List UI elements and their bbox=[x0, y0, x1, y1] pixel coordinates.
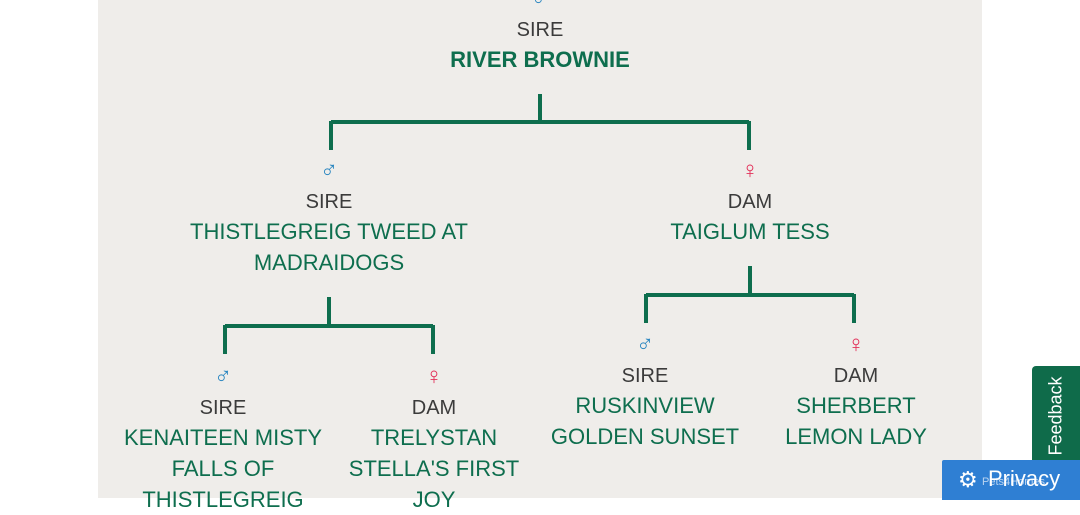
female-icon: ♀ bbox=[847, 331, 865, 358]
pedigree-panel: ♂ SIRE RIVER BROWNIE ♂ SIRE THISTLEGREIG… bbox=[98, 0, 982, 512]
name-line: TAIGLUM TESS bbox=[670, 219, 830, 244]
pedigree-connector-lines bbox=[223, 94, 856, 354]
pedigree-node-sire-sire: ♂ SIRE KENAITEEN MISTY FALLS OF THISTLEG… bbox=[118, 364, 328, 515]
privacy-label: Privacy bbox=[988, 466, 1061, 491]
brand-watermark: Pets4Homes bbox=[982, 476, 1045, 488]
role-label: SIRE bbox=[305, 191, 353, 213]
name-line: TRELYSTAN bbox=[370, 425, 498, 450]
name-line: JOY bbox=[412, 487, 456, 512]
name-line: THISTLEGREIG TWEED AT bbox=[190, 219, 468, 244]
pedigree-node-dam-sire: ♂ SIRE RUSKINVIEW GOLDEN SUNSET bbox=[545, 332, 745, 452]
role-label: DAM bbox=[833, 365, 879, 387]
connector-sire bbox=[223, 297, 435, 354]
name-line: GOLDEN SUNSET bbox=[550, 424, 740, 449]
name-line: STELLA'S FIRST bbox=[348, 456, 520, 481]
pedigree-node-dam: ♀ DAM TAIGLUM TESS bbox=[625, 158, 875, 247]
name-line: RUSKINVIEW bbox=[575, 393, 715, 418]
privacy-button[interactable]: ⚙ Pets4Homes Privacy bbox=[942, 460, 1080, 500]
name-line: THISTLEGREIG bbox=[142, 487, 304, 512]
male-icon: ♂ bbox=[390, 0, 690, 12]
connector-dam bbox=[644, 266, 856, 323]
female-icon: ♀ bbox=[425, 363, 443, 390]
role-label: DAM bbox=[727, 191, 773, 213]
gear-icon: ⚙ bbox=[958, 467, 978, 492]
dog-name-link[interactable]: KENAITEEN MISTY FALLS OF THISTLEGREIG bbox=[118, 422, 328, 515]
name-line: SHERBERT bbox=[796, 393, 916, 418]
role-label: DAM bbox=[411, 397, 457, 419]
dog-name-link[interactable]: TAIGLUM TESS bbox=[625, 216, 875, 247]
pedigree-node-sire: ♂ SIRE THISTLEGREIG TWEED AT MADRAIDOGS bbox=[184, 158, 474, 278]
male-icon: ♂ bbox=[636, 331, 654, 358]
name-line: KENAITEEN MISTY bbox=[123, 425, 323, 450]
dog-name-link[interactable]: SHERBERT LEMON LADY bbox=[770, 390, 942, 452]
feedback-tab[interactable]: Feedback bbox=[1032, 366, 1080, 466]
male-icon: ♂ bbox=[320, 157, 338, 184]
pedigree-node-root: ♂ SIRE RIVER BROWNIE bbox=[390, 0, 690, 75]
dog-name-link[interactable]: TRELYSTAN STELLA'S FIRST JOY bbox=[338, 422, 530, 515]
dog-name-link[interactable]: RUSKINVIEW GOLDEN SUNSET bbox=[545, 390, 745, 452]
name-line: MADRAIDOGS bbox=[253, 250, 405, 275]
role-label: SIRE bbox=[621, 365, 669, 387]
role-label: SIRE bbox=[516, 19, 564, 41]
name-line: FALLS OF bbox=[171, 456, 275, 481]
pedigree-node-sire-dam: ♀ DAM TRELYSTAN STELLA'S FIRST JOY bbox=[338, 364, 530, 515]
feedback-label: Feedback bbox=[1045, 376, 1066, 456]
role-label: SIRE bbox=[199, 397, 247, 419]
connector-root bbox=[329, 94, 751, 150]
name-line: LEMON LADY bbox=[785, 424, 927, 449]
male-icon: ♂ bbox=[214, 363, 232, 390]
dog-name-link[interactable]: RIVER BROWNIE bbox=[450, 47, 630, 72]
female-icon: ♀ bbox=[741, 157, 759, 184]
pedigree-node-dam-dam: ♀ DAM SHERBERT LEMON LADY bbox=[770, 332, 942, 452]
dog-name-link[interactable]: THISTLEGREIG TWEED AT MADRAIDOGS bbox=[184, 216, 474, 278]
